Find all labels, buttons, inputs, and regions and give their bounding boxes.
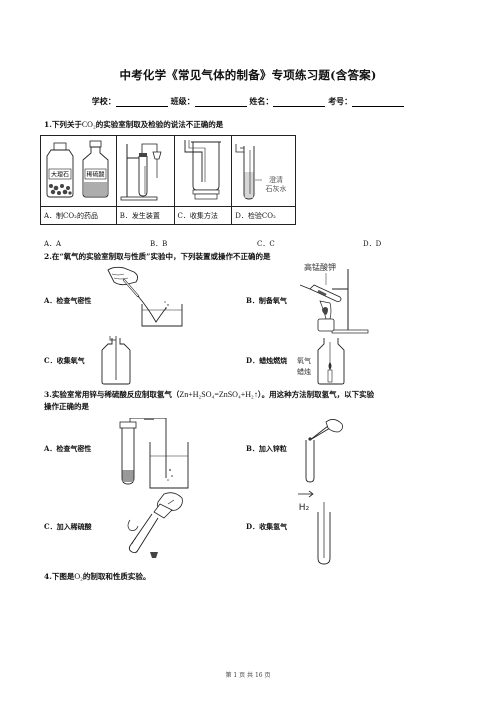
q3-option-a[interactable]: A．检查气密性 bbox=[44, 444, 92, 453]
question-3-text-after: ）。用这种方法制取氢气，以下实验 bbox=[257, 390, 375, 399]
q1-choice-a[interactable]: A．A bbox=[44, 240, 62, 248]
q1-choice-b[interactable]: B．B bbox=[150, 240, 168, 248]
cell-c-image bbox=[173, 135, 233, 207]
number-label: 考号： bbox=[328, 96, 353, 106]
question-3-equation: Zn+H₂SO₄=ZnSO₄+H₂↑ bbox=[179, 390, 258, 399]
question-2-number: 2. bbox=[44, 252, 52, 261]
class-blank[interactable] bbox=[194, 98, 247, 107]
name-blank[interactable] bbox=[273, 98, 326, 107]
name-label: 姓名： bbox=[249, 96, 274, 106]
bottle-label-dilute-sulfuric-acid: 稀硫酸 bbox=[86, 171, 104, 179]
question-3-stem: 3.实验室常用锌与稀硫酸反应制取氢气（Zn+H₂SO₄=ZnSO₄+H₂↑）。用… bbox=[44, 389, 464, 400]
question-3-text-before: 实验室常用锌与稀硫酸反应制取氢气（ bbox=[51, 390, 180, 399]
question-1-formula: CO₂ bbox=[81, 120, 96, 129]
limewater-label-line2: 石灰水 bbox=[266, 184, 287, 193]
q2-c-collect-oxygen-illustration bbox=[101, 336, 131, 385]
question-1-number: 1. bbox=[44, 120, 52, 129]
number-blank[interactable] bbox=[352, 98, 405, 107]
q3-option-d[interactable]: D．收集氢气 bbox=[246, 522, 288, 531]
cell-b-image bbox=[115, 135, 175, 207]
q2-a-airtightness-illustration bbox=[107, 266, 183, 327]
question-3-number: 3. bbox=[44, 390, 52, 399]
question-4-text-before: 下图是 bbox=[51, 572, 75, 581]
question-2-text: 在“氧气的实验室制取与性质”实验中，下列装置或操作不正确的是 bbox=[51, 252, 271, 261]
q1-choice-c[interactable]: C．C bbox=[257, 240, 275, 248]
question-4-stem: 4.下图是O₂的制取和性质实验。 bbox=[44, 571, 150, 582]
q3-option-b[interactable]: B．加入锌粒 bbox=[246, 444, 287, 453]
q3-a-airtightness-illustration bbox=[119, 418, 189, 489]
question-1-apparatus-table: 大理石 稀硫酸 bbox=[40, 135, 296, 225]
h2-label: H₂ bbox=[299, 503, 310, 513]
q2-option-c[interactable]: C．收集氧气 bbox=[44, 356, 85, 365]
q3-d-collect-hydrogen-illustration: H₂ bbox=[298, 490, 331, 565]
question-3-stem-line2: 操作正确的是 bbox=[44, 402, 89, 411]
q2-option-d[interactable]: D．蜡烛燃烧 bbox=[246, 356, 288, 365]
generator-apparatus-illustration bbox=[120, 143, 162, 201]
page-title: 中考化学《常见气体的制备》专项练习题(含答案) bbox=[119, 68, 377, 82]
question-4-number: 4. bbox=[44, 572, 52, 581]
q2-b-heating-illustration: 高锰酸钾 bbox=[299, 262, 369, 334]
limewater-label-line1: 澄清 bbox=[269, 175, 283, 184]
q3-c-add-acid-illustration bbox=[127, 492, 183, 558]
class-label: 班级： bbox=[170, 96, 195, 106]
q3-option-c[interactable]: C．加入稀硫酸 bbox=[44, 522, 92, 531]
cell-a-image: 大理石 稀硫酸 bbox=[40, 135, 117, 207]
cell-a-label: A．制CO₂的药品 bbox=[40, 206, 117, 225]
question-1-text-after: 的实验室制取及检验的说法不正确的是 bbox=[95, 120, 224, 129]
oxygen-label: 氧气 bbox=[297, 356, 311, 365]
question-4-formula: O₂ bbox=[74, 572, 83, 581]
question-1-stem: 1.下列关于CO₂的实验室制取及检验的说法不正确的是 bbox=[44, 119, 223, 130]
school-label: 学校： bbox=[91, 96, 116, 106]
cell-d-image: 澄清 石灰水 bbox=[231, 135, 296, 207]
bottle-label-marble: 大理石 bbox=[51, 171, 69, 179]
page-footer: 第 1 页 共 16 页 bbox=[225, 672, 271, 679]
cell-c-label: C．收集方法 bbox=[173, 206, 233, 225]
candle-label: 蜡烛 bbox=[297, 367, 311, 376]
reagent-bottles-illustration: 大理石 稀硫酸 bbox=[46, 140, 109, 198]
school-blank[interactable] bbox=[115, 98, 168, 107]
q2-option-b[interactable]: B．制备氧气 bbox=[246, 296, 287, 305]
limewater-test-illustration: 澄清 石灰水 bbox=[235, 144, 287, 200]
question-4-text-after: 的制取和性质实验。 bbox=[82, 572, 151, 581]
kmno4-label: 高锰酸钾 bbox=[304, 262, 336, 272]
question-1-text-before: 下列关于 bbox=[51, 120, 82, 129]
question-2-stem: 2.在“氧气的实验室制取与性质”实验中，下列装置或操作不正确的是 bbox=[44, 251, 270, 262]
cell-b-label: B．发生装置 bbox=[115, 206, 175, 225]
cell-d-label: D．检验CO₂ bbox=[231, 206, 296, 225]
q2-option-a[interactable]: A．检查气密性 bbox=[44, 296, 92, 305]
student-info-line: 学校： 班级： 姓名： 考号： bbox=[0, 96, 496, 107]
q3-b-add-zinc-illustration bbox=[305, 419, 343, 483]
q2-d-candle-illustration: 氧气 蜡烛 bbox=[297, 338, 345, 385]
collection-apparatus-illustration bbox=[184, 140, 221, 200]
q1-choice-d[interactable]: D．D bbox=[363, 240, 382, 248]
